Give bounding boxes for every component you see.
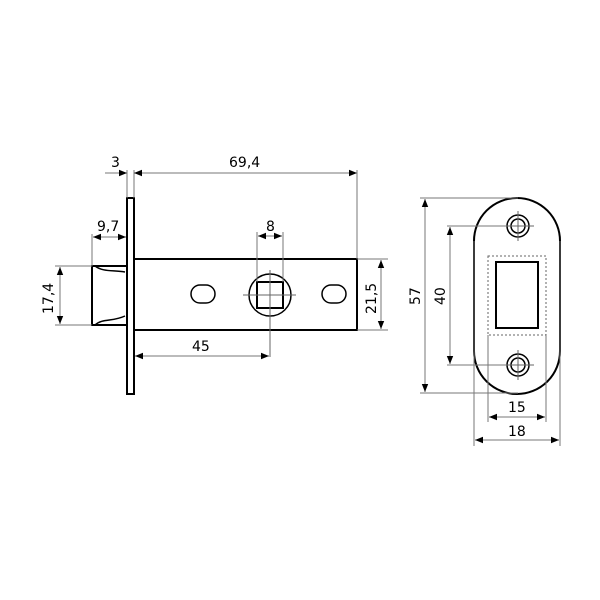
screw-hole-top (503, 211, 534, 241)
dim-strike-width: 18 (508, 424, 526, 440)
dim-faceplate-thickness: 3 (111, 155, 120, 171)
faceplate (126, 197, 135, 395)
dim-body-length: 69,4 (229, 155, 260, 171)
strike-plate-view: 57 40 15 18 (408, 197, 561, 446)
screw-hole-bottom (503, 350, 534, 380)
mounting-slot-right (321, 284, 347, 304)
dim-strike-height: 57 (408, 287, 424, 305)
mounting-slot-left (190, 284, 216, 304)
dim-latch-projection: 9,7 (97, 219, 119, 235)
latch-body (133, 258, 358, 331)
dim-recess-width: 15 (508, 400, 526, 416)
dim-spindle-square: 8 (266, 219, 275, 235)
latch-side-view: 3 69,4 9,7 8 17,4 45 21,5 (41, 155, 388, 395)
dim-hole-spacing: 40 (433, 287, 449, 305)
dim-body-height: 21,5 (364, 283, 380, 314)
dim-backset: 45 (192, 339, 210, 355)
latch-bolt (91, 265, 127, 326)
dim-latch-height: 17,4 (41, 283, 57, 314)
strike-recess-outline (487, 255, 547, 336)
strike-opening (495, 261, 539, 329)
